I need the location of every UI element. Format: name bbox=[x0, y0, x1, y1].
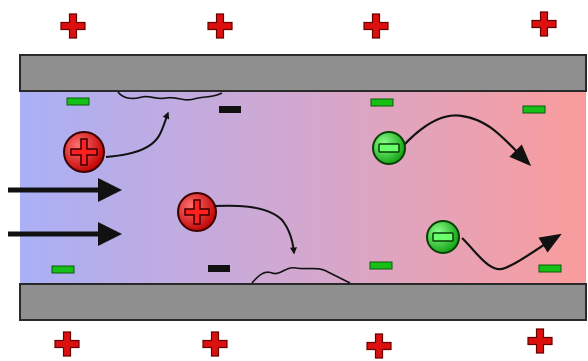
minus-sign-icon bbox=[208, 265, 230, 272]
minus-sign-icon bbox=[370, 98, 394, 107]
top-wall bbox=[19, 54, 587, 92]
positive-ion-icon bbox=[63, 131, 105, 173]
minus-sign-icon bbox=[538, 264, 562, 273]
plus-sign-icon bbox=[207, 13, 233, 39]
negative-ion-icon bbox=[372, 131, 406, 165]
plus-sign-icon bbox=[60, 13, 86, 39]
flow-arrow-icon bbox=[98, 222, 122, 246]
trajectory-arrow-icon bbox=[461, 233, 562, 271]
bottom-wall bbox=[19, 283, 587, 321]
trajectory-arrow-icon bbox=[214, 204, 297, 255]
trajectory-arrow-icon bbox=[402, 114, 532, 167]
plus-sign-icon bbox=[54, 331, 80, 357]
wall-trace-top bbox=[117, 91, 223, 101]
minus-sign-icon bbox=[66, 97, 90, 106]
minus-sign-icon bbox=[522, 105, 546, 114]
negative-ion-icon bbox=[426, 220, 460, 254]
plus-sign-icon bbox=[202, 331, 228, 357]
wall-trace-bottom bbox=[251, 266, 351, 284]
minus-sign-icon bbox=[219, 106, 241, 113]
plus-sign-icon bbox=[366, 333, 392, 359]
minus-sign-icon bbox=[51, 265, 75, 274]
flow-arrow-icon bbox=[98, 178, 122, 202]
trajectory-arrow-icon bbox=[105, 111, 170, 158]
plus-sign-icon bbox=[527, 328, 553, 354]
plus-sign-icon bbox=[363, 13, 389, 39]
minus-sign-icon bbox=[369, 261, 393, 270]
positive-ion-icon bbox=[177, 192, 217, 232]
plus-sign-icon bbox=[531, 11, 557, 37]
